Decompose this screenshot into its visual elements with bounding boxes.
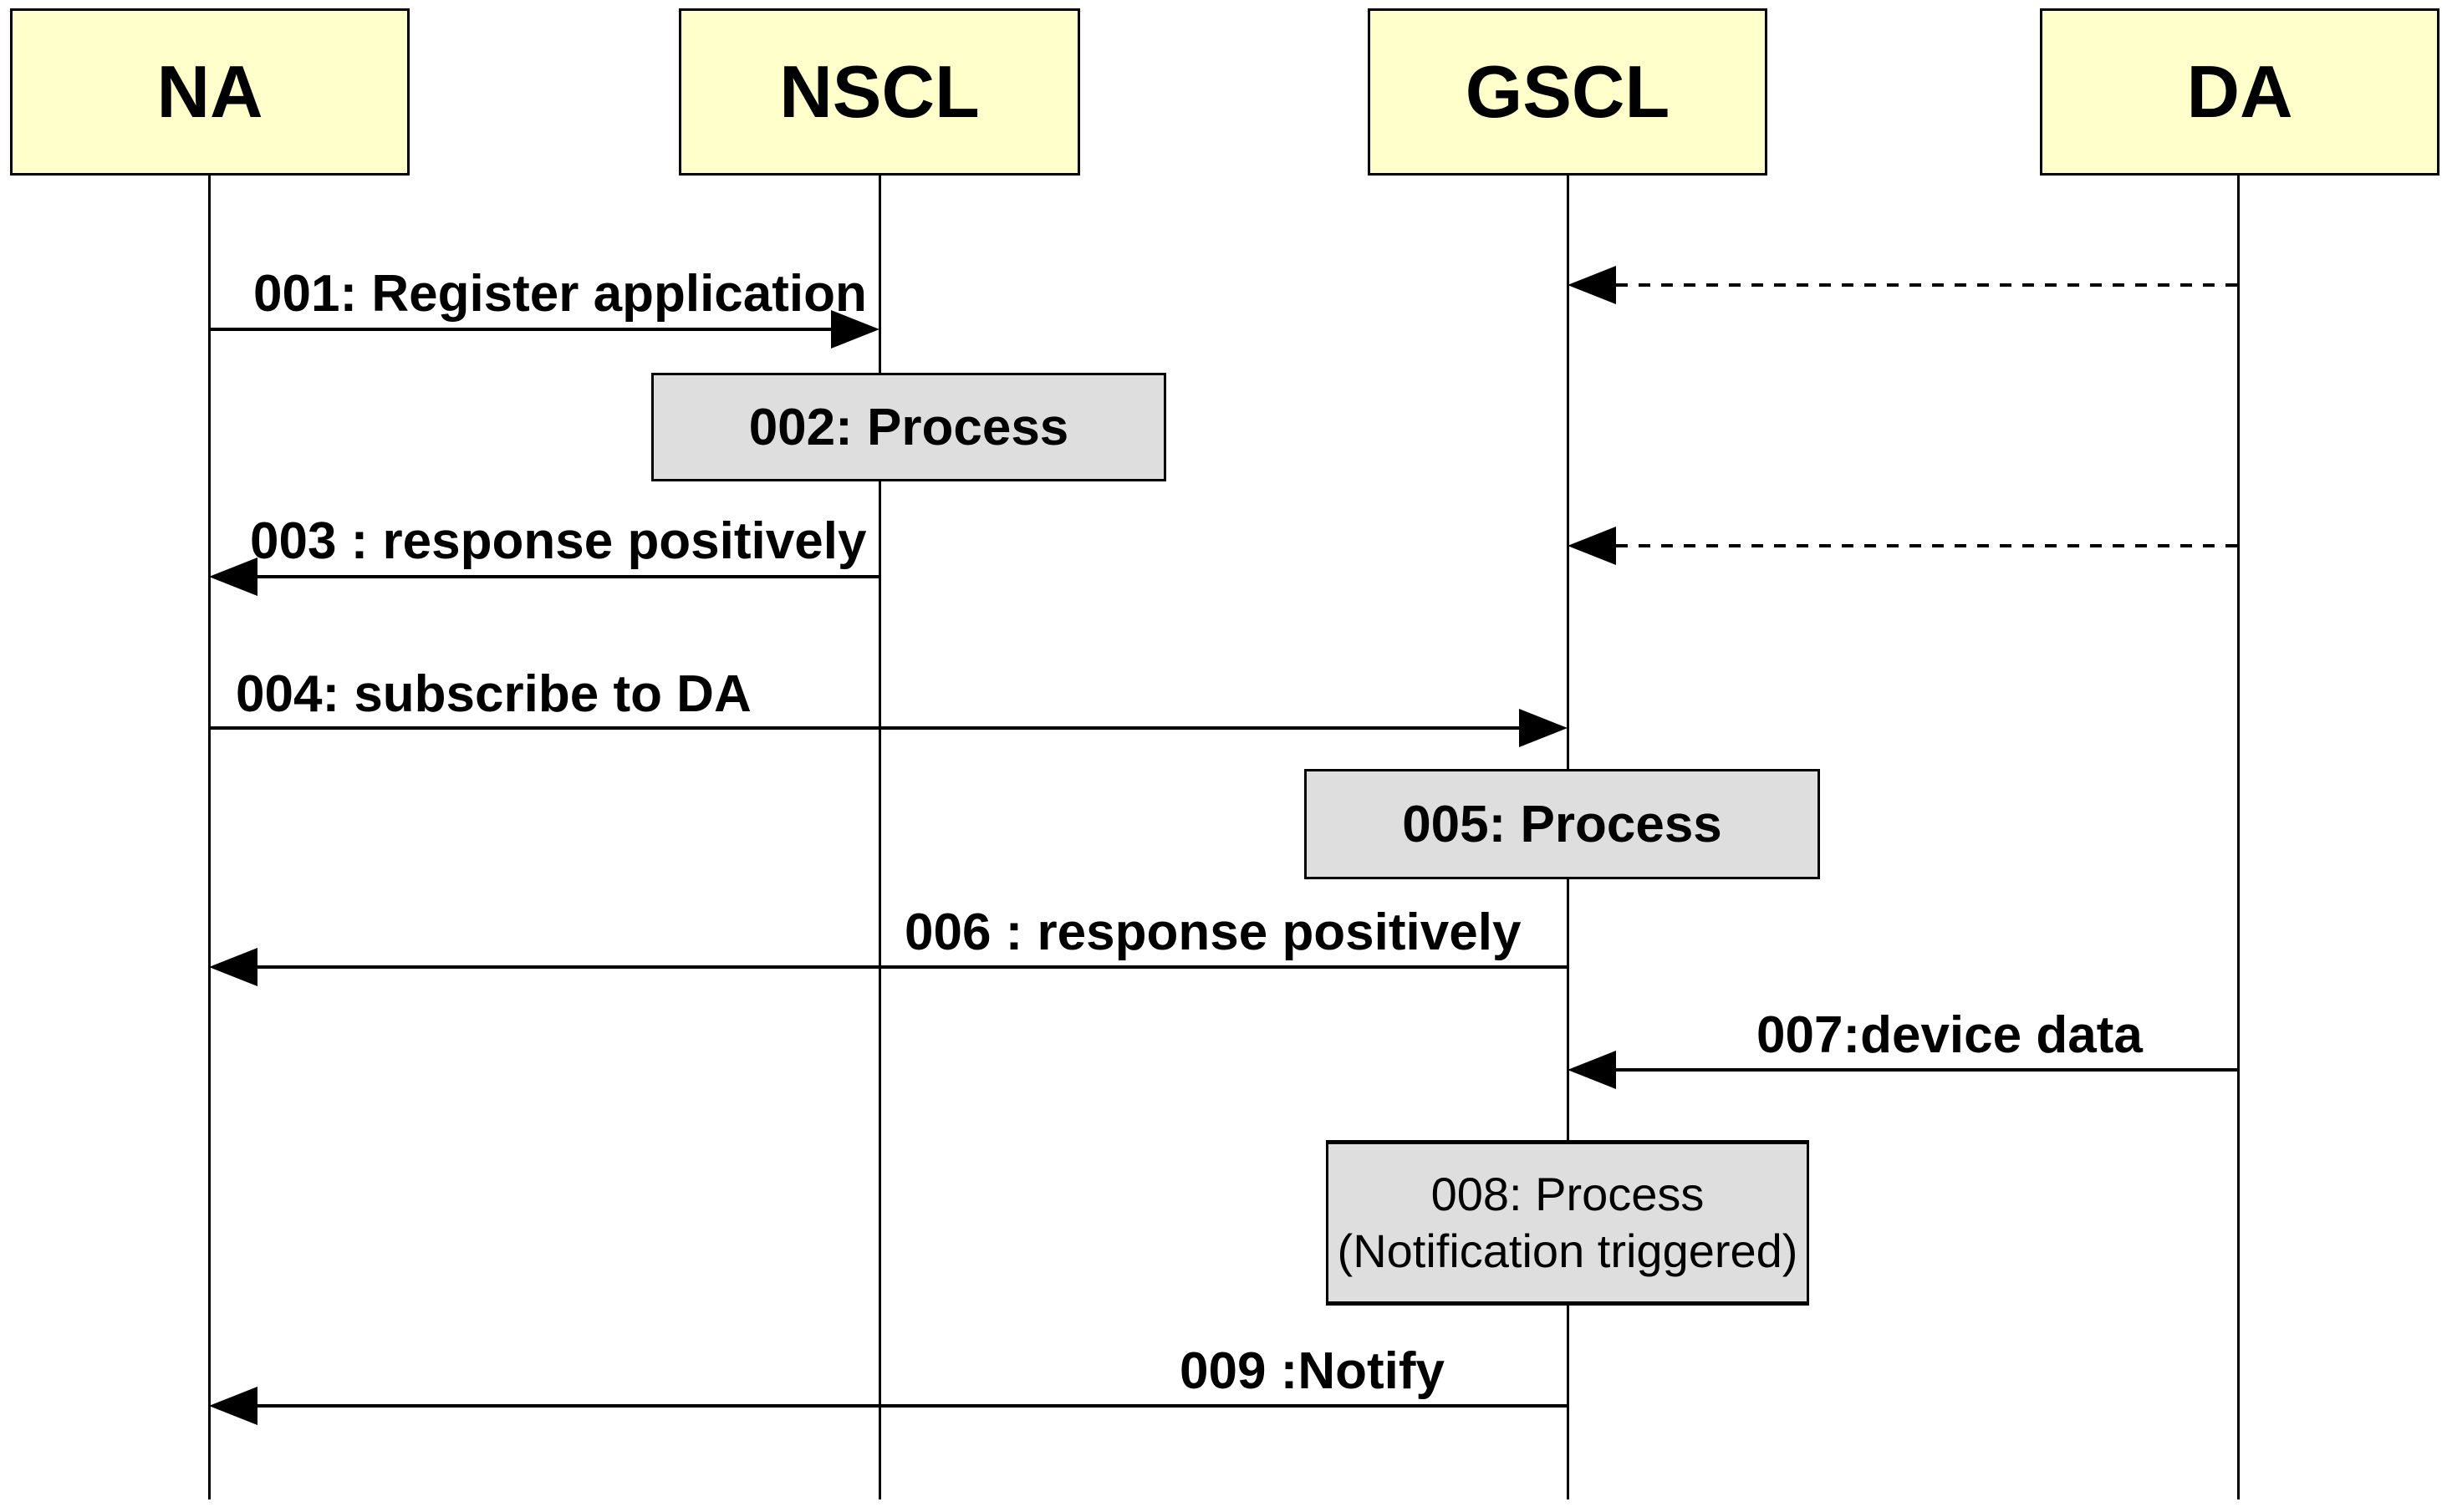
dashed-line bbox=[1616, 544, 2238, 547]
message-003-line bbox=[257, 575, 879, 578]
process-008-label-line1: 008: Process bbox=[1430, 1168, 1705, 1220]
process-box-005: 005: Process bbox=[1304, 769, 1820, 879]
actor-label-nscl: NSCL bbox=[779, 50, 980, 133]
message-001-label: 001: Register application bbox=[253, 265, 867, 323]
lifeline-da bbox=[2237, 176, 2240, 1499]
message-009-line bbox=[257, 1404, 1568, 1408]
actor-box-nscl: NSCL bbox=[679, 8, 1080, 176]
process-box-008: 008: Process (Notification triggered) bbox=[1326, 1140, 1809, 1306]
lifeline-nscl bbox=[879, 176, 881, 1499]
actor-box-na: NA bbox=[10, 8, 410, 176]
arrowhead-left-icon bbox=[209, 1387, 257, 1425]
arrowhead-right-icon bbox=[831, 310, 879, 349]
arrowhead-right-icon bbox=[1519, 709, 1568, 747]
message-003-label: 003 : response positively bbox=[250, 512, 867, 570]
arrowhead-left-icon bbox=[209, 948, 257, 986]
process-005-label: 005: Process bbox=[1402, 795, 1722, 853]
arrowhead-left-icon bbox=[1568, 266, 1616, 304]
dashed-line bbox=[1616, 283, 2238, 287]
arrowhead-left-icon bbox=[1568, 1051, 1616, 1089]
message-004-label: 004: subscribe to DA bbox=[236, 665, 752, 723]
actor-label-gscl: GSCL bbox=[1465, 50, 1670, 133]
message-009-label: 009 :Notify bbox=[1180, 1342, 1445, 1400]
message-006-label: 006 : response positively bbox=[905, 904, 1522, 961]
arrowhead-left-icon bbox=[209, 557, 257, 596]
actor-label-da: DA bbox=[2186, 50, 2293, 133]
arrowhead-left-icon bbox=[1568, 527, 1616, 565]
message-006-line bbox=[257, 965, 1568, 969]
actor-label-na: NA bbox=[156, 50, 263, 133]
process-008-label-line2: (Notification triggered) bbox=[1337, 1224, 1798, 1277]
message-007-label: 007:device data bbox=[1756, 1006, 2143, 1064]
process-box-002: 002: Process bbox=[651, 373, 1166, 481]
message-007-line bbox=[1616, 1068, 2238, 1072]
actor-box-da: DA bbox=[2040, 8, 2439, 176]
lifeline-na bbox=[208, 176, 211, 1499]
message-001-line bbox=[209, 328, 831, 331]
process-002-label: 002: Process bbox=[748, 398, 1069, 456]
message-004-line bbox=[209, 726, 1519, 730]
actor-box-gscl: GSCL bbox=[1368, 8, 1767, 176]
